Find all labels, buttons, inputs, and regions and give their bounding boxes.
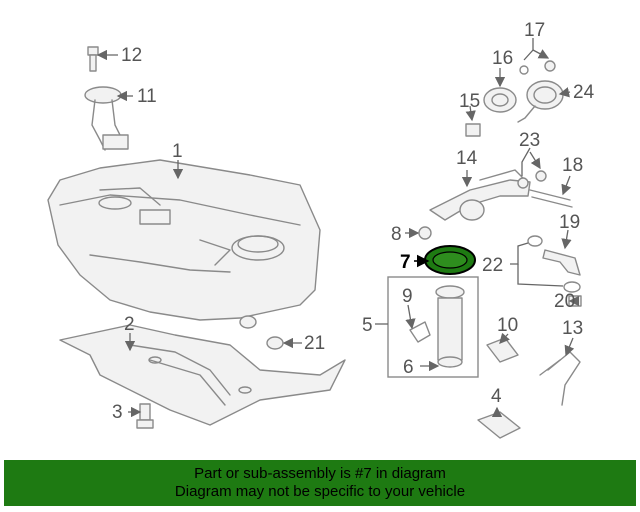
- callout-17: 17: [524, 20, 545, 41]
- callout-7-highlighted: 7: [400, 252, 411, 273]
- callout-3: 3: [112, 402, 123, 423]
- bracket-16-drawing: [483, 87, 517, 113]
- cap-24-drawing: [517, 80, 564, 123]
- pump-assembly-drawing: [387, 276, 479, 378]
- clip-23-drawing: [517, 170, 547, 189]
- ring-17-drawing: [519, 60, 556, 75]
- callout-2: 2: [124, 314, 135, 335]
- callout-18: 18: [562, 155, 583, 176]
- bolt-3-drawing: [136, 403, 154, 429]
- callout-4: 4: [491, 386, 502, 407]
- clamp-22-drawing: [527, 235, 581, 293]
- nut-8-drawing: [418, 226, 432, 240]
- callout-19: 19: [559, 212, 580, 233]
- leader-lines: [96, 38, 580, 418]
- callout-16: 16: [492, 48, 513, 69]
- hose-18-drawing: [529, 189, 573, 208]
- callout-8: 8: [391, 224, 402, 245]
- fuel-tank-drawing: [47, 159, 321, 329]
- hose-19-drawing: [542, 249, 581, 276]
- filter-10-drawing: [486, 337, 519, 363]
- callout-14: 14: [456, 148, 478, 169]
- callout-1: 1: [172, 141, 183, 162]
- callout-6: 6: [403, 357, 414, 378]
- callout-15: 15: [459, 91, 480, 112]
- callout-23: 23: [519, 130, 540, 151]
- parts-diagram: 12 11 1 2 3 21 4 5 6 9 10 13 8 7 14 15 1…: [47, 20, 595, 439]
- callout-22: 22: [482, 255, 503, 276]
- callout-9: 9: [402, 286, 413, 307]
- callout-5: 5: [362, 315, 373, 336]
- bolt-15-drawing: [465, 123, 481, 137]
- diagram-disclaimer: Diagram may not be specific to your vehi…: [174, 483, 466, 500]
- bolt-12-drawing: [87, 46, 99, 72]
- strap-13-drawing: [539, 351, 581, 406]
- pad-4-drawing: [477, 411, 521, 439]
- callout-labels: 12 11 1 2 3 21 4 5 6 9 10 13 8 7 14 15 1…: [112, 20, 595, 423]
- callout-12: 12: [121, 45, 142, 66]
- callout-10: 10: [497, 315, 518, 336]
- callout-24: 24: [573, 82, 595, 103]
- diagram-note-banner: Part or sub-assembly is #7 in diagram Di…: [4, 460, 636, 506]
- filler-neck-drawing: [429, 169, 531, 221]
- gasket-7-drawing: [424, 245, 476, 275]
- callout-20: 20: [554, 291, 575, 312]
- callout-13: 13: [562, 318, 583, 339]
- highlighted-part-note: Part or sub-assembly is #7 in diagram: [194, 465, 446, 482]
- sender-unit-drawing: [84, 86, 129, 151]
- callout-11: 11: [137, 86, 157, 107]
- callout-21: 21: [304, 333, 325, 354]
- heat-shield-drawing: [59, 324, 346, 426]
- bolt-21-drawing: [266, 336, 284, 350]
